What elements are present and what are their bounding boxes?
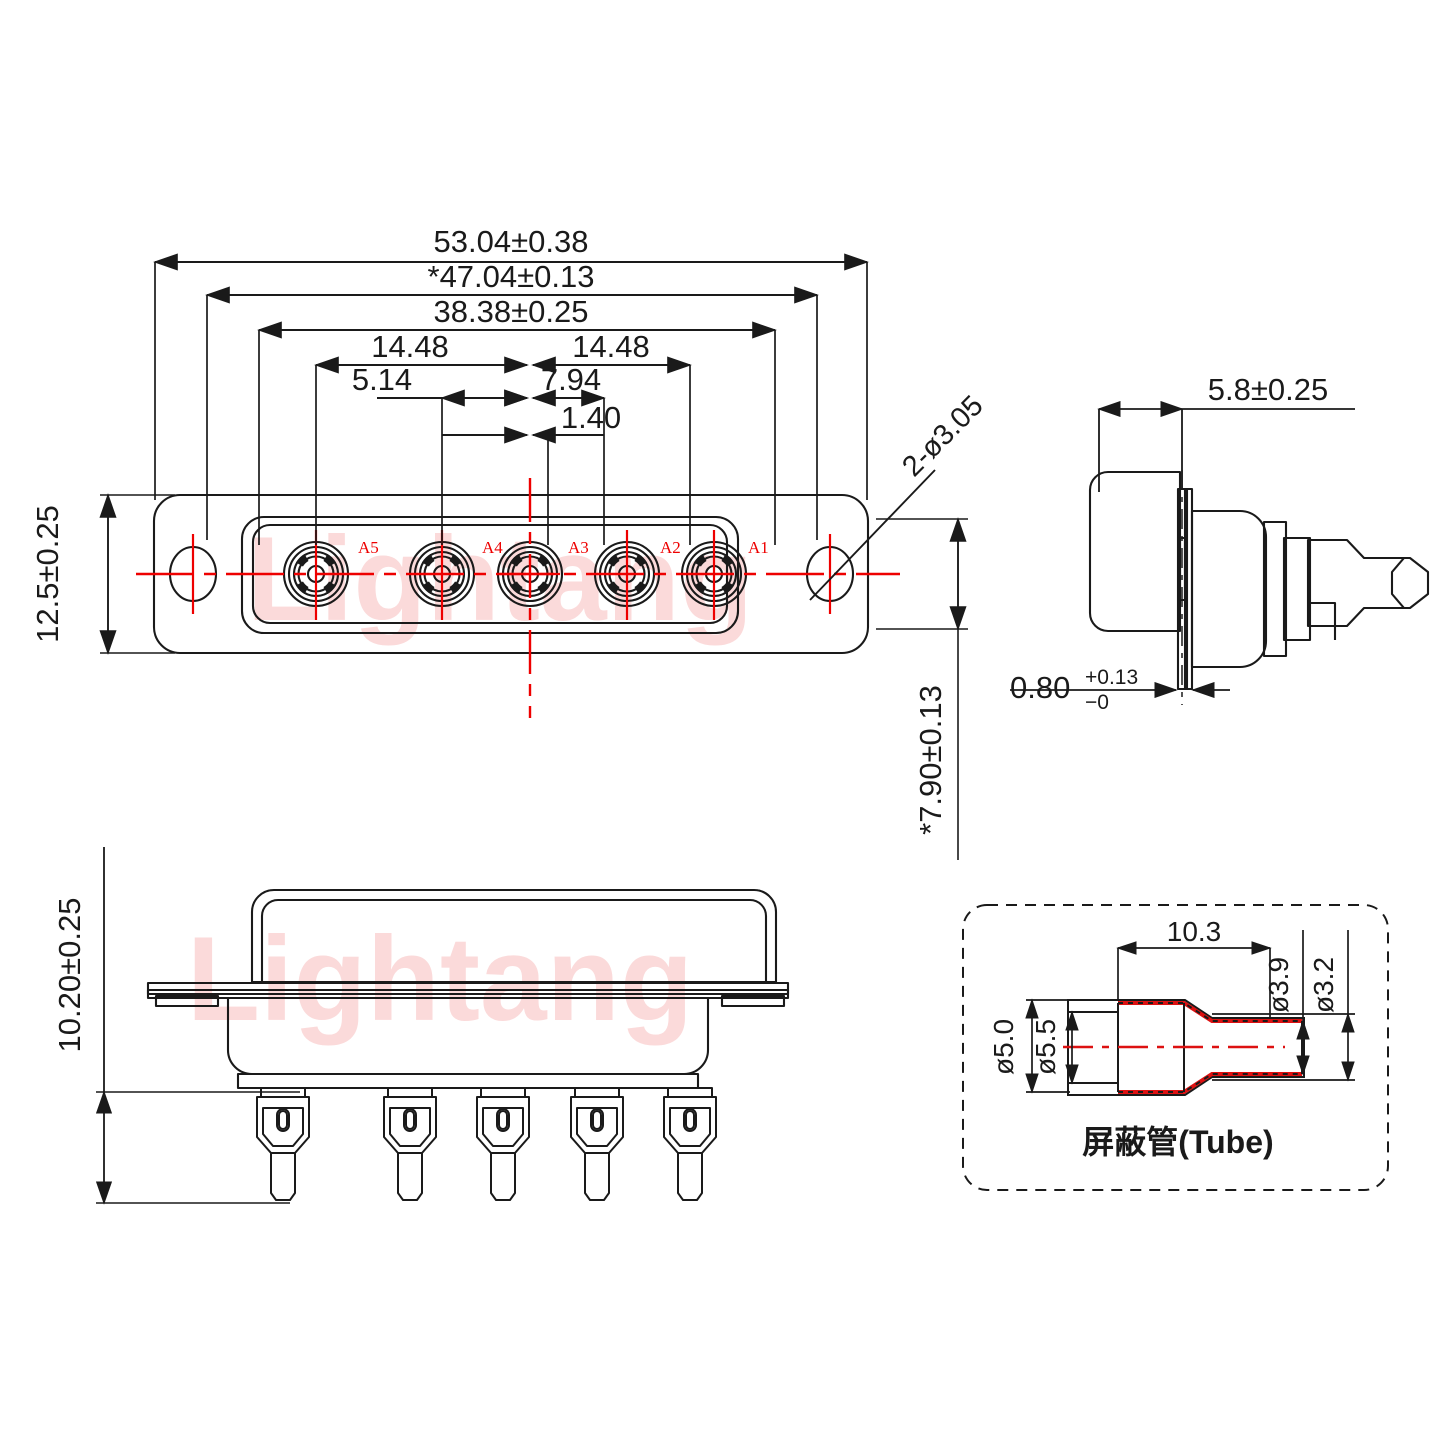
dim-body-height: 12.5±0.25: [30, 505, 65, 643]
dim-flange-tol-upper: +0.13: [1085, 666, 1138, 689]
dim-overall-width: 53.04±0.38: [434, 224, 589, 259]
dim-mount-span: *47.04±0.13: [428, 259, 595, 294]
dim-flange-thickness: 0.80: [1010, 670, 1070, 705]
side-body: [1190, 509, 1268, 669]
bottom-hood-inner: [260, 898, 768, 982]
bottom-flange-tab-left: [154, 994, 220, 1008]
dim-tube-inner-small: ø3.2: [1308, 957, 1339, 1013]
pin-A1: [663, 1087, 717, 1201]
dimension-text-group: 53.04±0.38 *47.04±0.13 38.38±0.25 14.48 …: [352, 224, 650, 435]
front-shell-outline: [240, 515, 740, 635]
dim-total-height: 10.20±0.25: [52, 898, 87, 1053]
side-step-1: [1262, 520, 1288, 658]
watermark-text: Lightang: [187, 912, 694, 1046]
tube-geometry: [1063, 999, 1305, 1096]
contact-label-A4: A4: [482, 538, 503, 557]
dim-flange-height: *7.90±0.13: [913, 685, 948, 835]
bottom-dimension-lines: [95, 847, 300, 1205]
dimension-arrows: [99, 253, 968, 860]
bottom-flange-plate: [146, 981, 790, 996]
contact-label-A2: A2: [660, 538, 681, 557]
tube-detail-frame: [962, 904, 1389, 1191]
tube-dimension-lines: [1025, 930, 1355, 1094]
pin-group: [256, 1087, 717, 1201]
dim-contact-span: 38.38±0.25: [434, 294, 589, 329]
side-tail-step: [1308, 601, 1337, 640]
side-tail-taper: [1390, 557, 1405, 609]
dim-offset-794: 7.94: [541, 362, 601, 397]
dim-offset-140: 1.40: [561, 400, 621, 435]
dim-tube-length: 10.3: [1167, 916, 1222, 947]
dim-half-left: 14.48: [371, 329, 449, 364]
pin-A5: [256, 1087, 310, 1201]
pin-A3: [476, 1087, 530, 1201]
side-dimension-lines: [1010, 400, 1355, 699]
pin-A4: [383, 1087, 437, 1201]
contact-label-A3: A3: [568, 538, 589, 557]
tube-caption: 屏蔽管(Tube): [1082, 1124, 1273, 1160]
extension-lines: [154, 262, 868, 545]
dim-tube-inner-large: ø5.5: [1030, 1019, 1061, 1075]
side-rear-hood: [1088, 470, 1182, 633]
front-shell-inner: [251, 523, 729, 625]
dim-offset-514: 5.14: [352, 362, 412, 397]
dim-tube-outer-small: ø3.9: [1263, 957, 1294, 1013]
contact-label-A5: A5: [358, 538, 379, 557]
dim-flange-tol-lower: −0: [1085, 691, 1109, 714]
contact-label-A1: A1: [748, 538, 769, 557]
dim-tube-outer-large: ø5.0: [988, 1019, 1019, 1075]
side-step-2: [1282, 536, 1312, 642]
bottom-flange-tab-right: [720, 994, 786, 1008]
pin-A2: [570, 1087, 624, 1201]
dim-half-right: 14.48: [572, 329, 650, 364]
bottom-hood: [250, 888, 778, 984]
dim-side-depth: 5.8±0.25: [1208, 372, 1328, 407]
